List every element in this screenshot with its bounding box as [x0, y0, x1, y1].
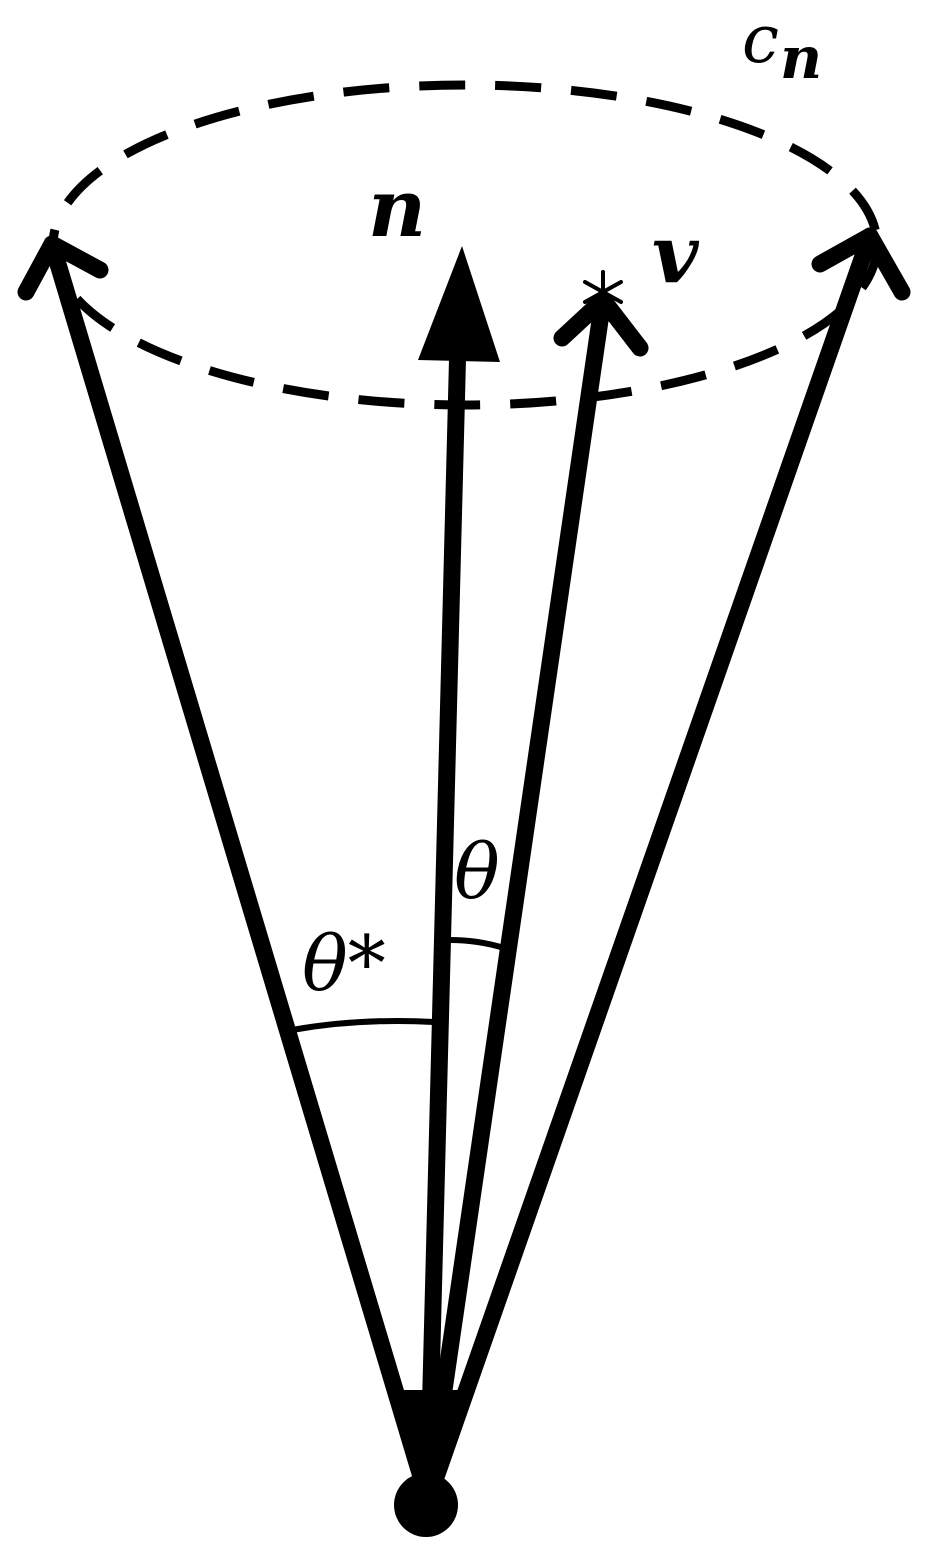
sample-vector-label: v — [652, 207, 700, 301]
cone-right-arrowhead — [811, 227, 911, 301]
sample-angle-label: θ — [454, 827, 500, 916]
origin-point — [394, 1473, 458, 1537]
apex-wedge — [400, 1390, 462, 1500]
axis-vector-n — [418, 246, 500, 1509]
sample-tip-star-icon — [583, 270, 623, 310]
cone-half-angle-label: θ* — [302, 919, 386, 1008]
sample-vector-v — [419, 270, 649, 1509]
cone-half-angle-arc — [291, 1018, 435, 1033]
cone-left-arrowhead — [17, 235, 109, 301]
axis-vector-label: n — [368, 161, 426, 255]
cone-right-vector — [419, 227, 911, 1509]
cone-boundary-label: c — [742, 1, 779, 78]
cone-boundary-subscript: n — [780, 24, 822, 92]
sample-angle-arc — [449, 937, 505, 951]
cone-left-vector — [17, 235, 437, 1509]
axis-vector-arrowhead — [418, 246, 500, 362]
